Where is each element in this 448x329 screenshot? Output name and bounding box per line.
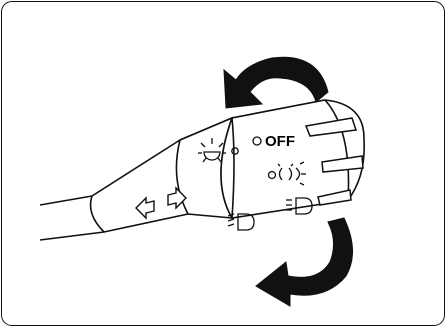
curved-arrow-clockwise-icon	[255, 217, 353, 307]
low-beam-icon	[227, 213, 255, 231]
headlight-icon	[286, 197, 313, 215]
left-right-arrows-icon	[135, 186, 187, 220]
side-light-icon	[267, 161, 306, 186]
curved-arrow-counterclockwise-icon	[223, 56, 329, 109]
knob-ribs	[304, 117, 364, 206]
off-indicator-dot	[252, 136, 262, 146]
off-position: OFF	[252, 133, 295, 150]
off-label: OFF	[265, 133, 295, 150]
parking-light-icon	[198, 138, 239, 163]
